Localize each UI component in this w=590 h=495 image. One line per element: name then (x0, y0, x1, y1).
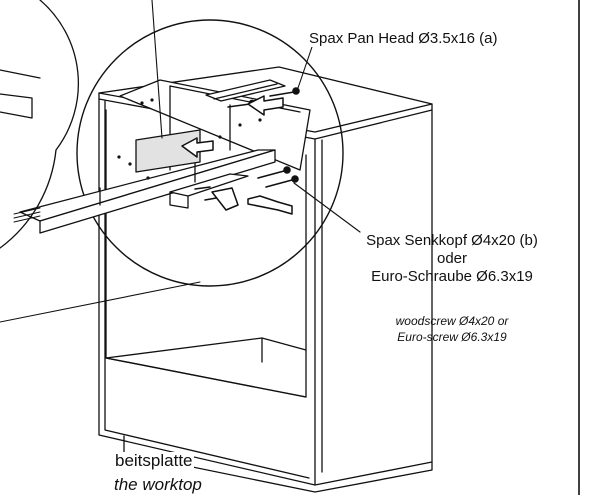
left-fragment (0, 0, 79, 249)
label-oder: oder (436, 250, 468, 267)
label-en-line1: woodscrew Ø4x20 or (395, 314, 509, 328)
screws (194, 87, 300, 201)
label-worktop-de: beitsplatte (114, 451, 194, 470)
detail-circle (13, 19, 344, 287)
label-en-line2: Euro-screw Ø6.3x19 (397, 330, 507, 344)
label-screw-a: Spax Pan Head Ø3.5x16 (a) (308, 30, 499, 47)
leader-lines (0, 0, 361, 323)
label-euro-screw: Euro-Schraube Ø6.3x19 (371, 268, 533, 285)
arrows (181, 95, 293, 215)
label-worktop-en: the worktop (113, 475, 203, 494)
label-screw-b: Spax Senkkopf Ø4x20 (b) (366, 232, 538, 249)
